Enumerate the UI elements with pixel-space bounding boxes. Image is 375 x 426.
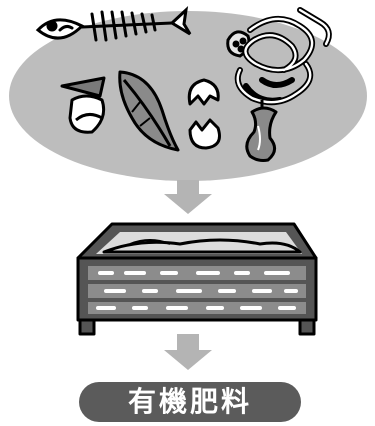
result-badge: 有機肥料 (79, 382, 301, 422)
compost-bin-icon (78, 224, 316, 334)
down-arrow-icon (164, 180, 212, 214)
down-arrow-icon (164, 334, 212, 370)
result-label: 有機肥料 (128, 388, 252, 416)
